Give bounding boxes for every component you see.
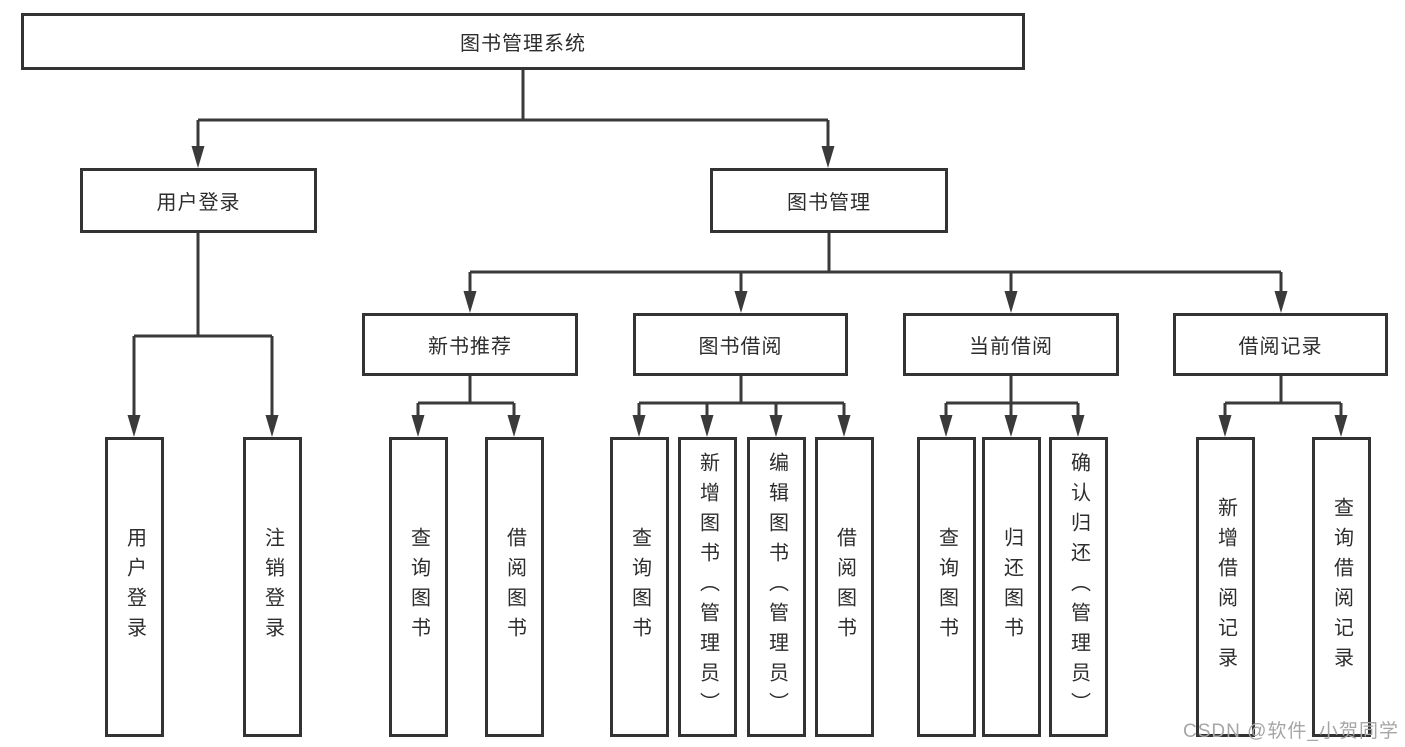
leaf-return-book: 归还图书 [982, 437, 1041, 737]
leaf-confirm-return-admin-label: 确认归还（管理员） [1067, 452, 1090, 722]
leaf-borrow-book-1-label: 借阅图书 [503, 527, 526, 647]
leaf-add-book-admin: 新增图书（管理员） [678, 437, 737, 737]
node-new-book-recommend: 新书推荐 [362, 313, 578, 376]
leaf-edit-book-admin: 编辑图书（管理员） [747, 437, 806, 737]
leaf-query-borrow-record: 查询借阅记录 [1312, 437, 1371, 737]
leaf-query-book-2-label: 查询图书 [628, 527, 651, 647]
leaf-borrow-book-2-label: 借阅图书 [833, 527, 856, 647]
leaf-borrow-book-under-new-book: 借阅图书 [485, 437, 544, 737]
leaf-add-book-admin-label: 新增图书（管理员） [696, 452, 719, 722]
leaf-query-book-under-new-book: 查询图书 [389, 437, 448, 737]
node-current-borrow: 当前借阅 [903, 313, 1119, 376]
connector-current-borrow-to-leaves [939, 376, 1085, 437]
node-user-login-branch: 用户登录 [80, 168, 317, 233]
csdn-watermark: CSDN @软件_小贺同学 [1183, 721, 1399, 742]
node-borrow-record: 借阅记录 [1173, 313, 1388, 376]
node-current-borrow-label: 当前借阅 [969, 336, 1053, 358]
node-book-borrow-label: 图书借阅 [698, 336, 783, 358]
leaf-add-borrow-record-label: 新增借阅记录 [1214, 497, 1237, 677]
connector-root-to-level2 [191, 70, 835, 168]
node-borrow-record-label: 借阅记录 [1238, 336, 1323, 358]
leaf-query-book-3-label: 查询图书 [935, 527, 958, 647]
connector-borrow-record-to-leaves [1218, 376, 1348, 437]
leaf-query-book-under-current-borrow: 查询图书 [917, 437, 976, 737]
leaf-borrow-book-under-book-borrow: 借阅图书 [815, 437, 874, 737]
leaf-edit-book-admin-label: 编辑图书（管理员） [765, 452, 788, 722]
node-book-management-label: 图书管理 [787, 192, 871, 214]
leaf-confirm-return-admin: 确认归还（管理员） [1049, 437, 1108, 737]
leaf-query-book-under-book-borrow: 查询图书 [610, 437, 669, 737]
connector-book-borrow-to-leaves [632, 376, 851, 437]
node-new-book-recommend-label: 新书推荐 [428, 336, 512, 358]
leaf-user-login-label: 用户登录 [123, 527, 146, 647]
connector-book-mgmt-to-modules [463, 233, 1288, 313]
leaf-add-borrow-record: 新增借阅记录 [1196, 437, 1255, 737]
node-root-system: 图书管理系统 [21, 13, 1025, 70]
node-user-login-branch-label: 用户登录 [156, 192, 241, 214]
leaf-user-login: 用户登录 [105, 437, 164, 737]
connector-user-login-to-leaves [127, 233, 279, 437]
leaf-query-borrow-record-label: 查询借阅记录 [1330, 497, 1353, 677]
node-book-borrow: 图书借阅 [633, 313, 848, 376]
leaf-logout: 注销登录 [243, 437, 302, 737]
leaf-return-book-label: 归还图书 [1000, 527, 1023, 647]
leaf-logout-label: 注销登录 [261, 527, 284, 647]
leaf-query-book-1-label: 查询图书 [407, 527, 430, 647]
connector-new-book-to-leaves [411, 376, 521, 437]
node-book-management: 图书管理 [710, 168, 948, 233]
node-root-system-label: 图书管理系统 [460, 33, 586, 55]
